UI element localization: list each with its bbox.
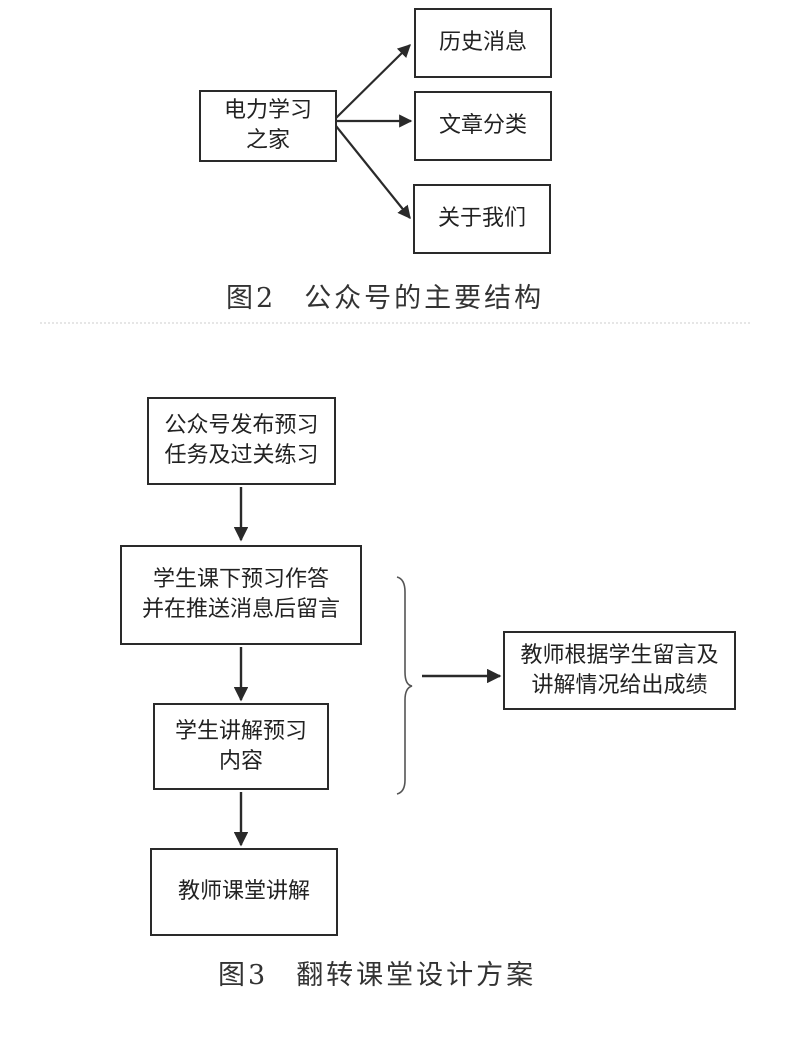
side-label: 教师根据学生留言及 讲解情况给出成绩 — [520, 642, 719, 698]
root-node-label: 电力学习 之家 — [223, 98, 312, 153]
node-about-us: 关于我们 — [413, 184, 551, 254]
side-teacher-grading: 教师根据学生留言及 讲解情况给出成绩 — [503, 631, 736, 710]
figure3-caption-text: 翻转课堂设计方案 — [296, 960, 537, 991]
fig2-arrows — [335, 44, 413, 220]
node-about-label: 关于我们 — [437, 206, 526, 231]
figure3-caption: 图3 翻转课堂设计方案 — [218, 953, 536, 992]
node-history-label: 历史消息 — [438, 30, 527, 55]
step-student-preview-and-comment: 学生课下预习作答 并在推送消息后留言 — [120, 545, 362, 645]
node-categories-label: 文章分类 — [438, 113, 527, 138]
step-teacher-lecture: 教师课堂讲解 — [150, 848, 338, 936]
figure2-caption-number: 图2 — [226, 283, 277, 314]
figure3-caption-number: 图3 — [218, 960, 269, 991]
arrow-to-about — [335, 125, 411, 220]
step3-label: 学生讲解预习 内容 — [174, 718, 307, 774]
step-publish-preview-task: 公众号发布预习 任务及过关练习 — [147, 397, 336, 485]
node-history-messages: 历史消息 — [414, 8, 552, 78]
step1-label: 公众号发布预习 任务及过关练习 — [164, 413, 319, 468]
step-student-explains-preview: 学生讲解预习 内容 — [153, 703, 329, 790]
figure2-caption-text: 公众号的主要结构 — [304, 283, 545, 314]
fig3-arrows — [233, 487, 502, 847]
step2-label: 学生课下预习作答 并在推送消息后留言 — [141, 567, 340, 622]
step4-label: 教师课堂讲解 — [177, 879, 310, 904]
separator-dots — [40, 322, 750, 324]
arrow-to-history — [335, 44, 411, 119]
curly-brace — [396, 576, 413, 795]
node-article-categories: 文章分类 — [414, 91, 552, 161]
root-node-power-learning-home: 电力学习 之家 — [199, 90, 337, 162]
figure2-caption: 图2 公众号的主要结构 — [226, 276, 544, 315]
